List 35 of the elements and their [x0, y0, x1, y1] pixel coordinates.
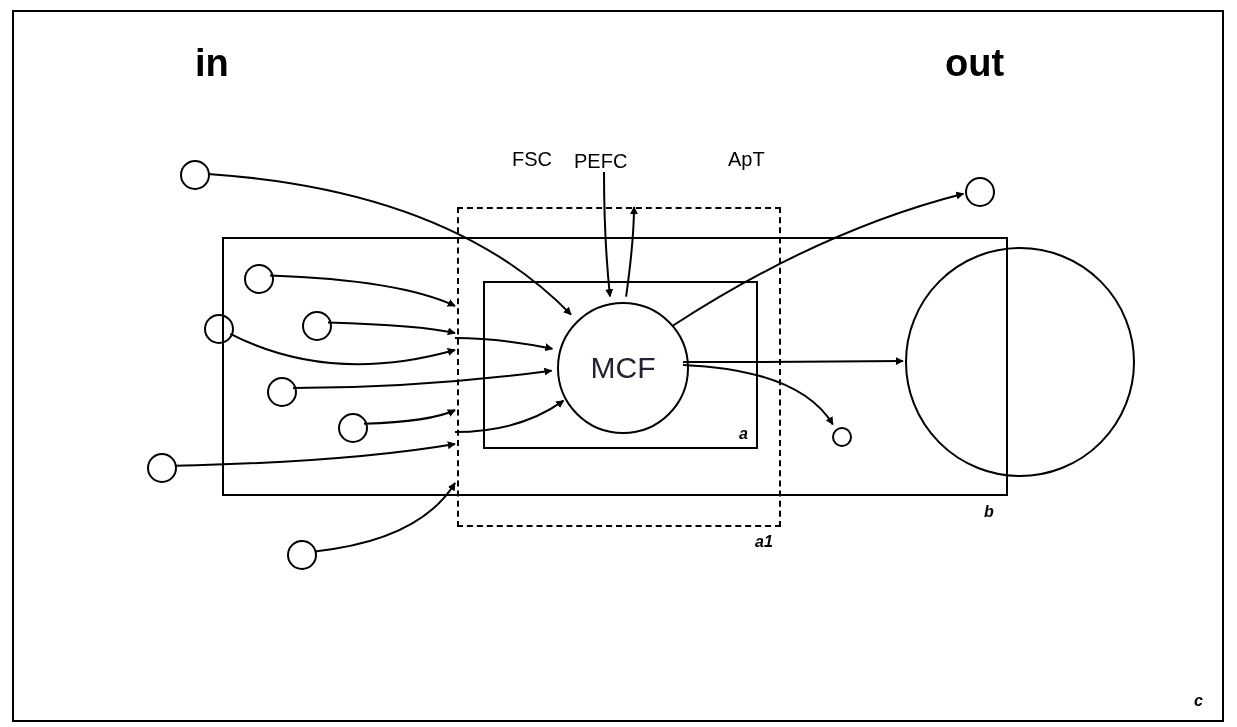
process-circle: MCF [557, 302, 689, 434]
arrow [671, 191, 965, 327]
circle-shape [338, 413, 368, 443]
arrow [603, 171, 614, 298]
arrow [269, 274, 456, 307]
circle-shape [147, 453, 177, 483]
arrow [292, 367, 553, 389]
box-label: c [1194, 692, 1203, 710]
arrow [682, 357, 904, 366]
circle-shape [180, 160, 210, 190]
box-label: a1 [755, 533, 773, 551]
circle-shape [832, 427, 852, 447]
heading-text: out [945, 42, 1005, 85]
circle-shape [302, 311, 332, 341]
circle-shape [204, 314, 234, 344]
box-label: b [984, 503, 994, 521]
arrow [625, 206, 638, 298]
inner-box [483, 281, 758, 449]
output-circle [905, 247, 1135, 477]
arrow [681, 363, 834, 426]
box-label: a [739, 425, 748, 443]
circle-shape [244, 264, 274, 294]
arrow [327, 321, 456, 336]
scheme-label: ApT [728, 148, 765, 171]
circle-shape [965, 177, 995, 207]
arrow [454, 337, 554, 352]
circle-shape [287, 540, 317, 570]
scheme-label: PEFC [574, 150, 638, 174]
heading-text: in [195, 42, 229, 85]
arrow [363, 409, 456, 425]
arrow [174, 441, 456, 467]
arrow [454, 399, 565, 433]
circle-shape [267, 377, 297, 407]
frame-box [12, 10, 1224, 722]
scheme-label: FSC [512, 148, 552, 171]
